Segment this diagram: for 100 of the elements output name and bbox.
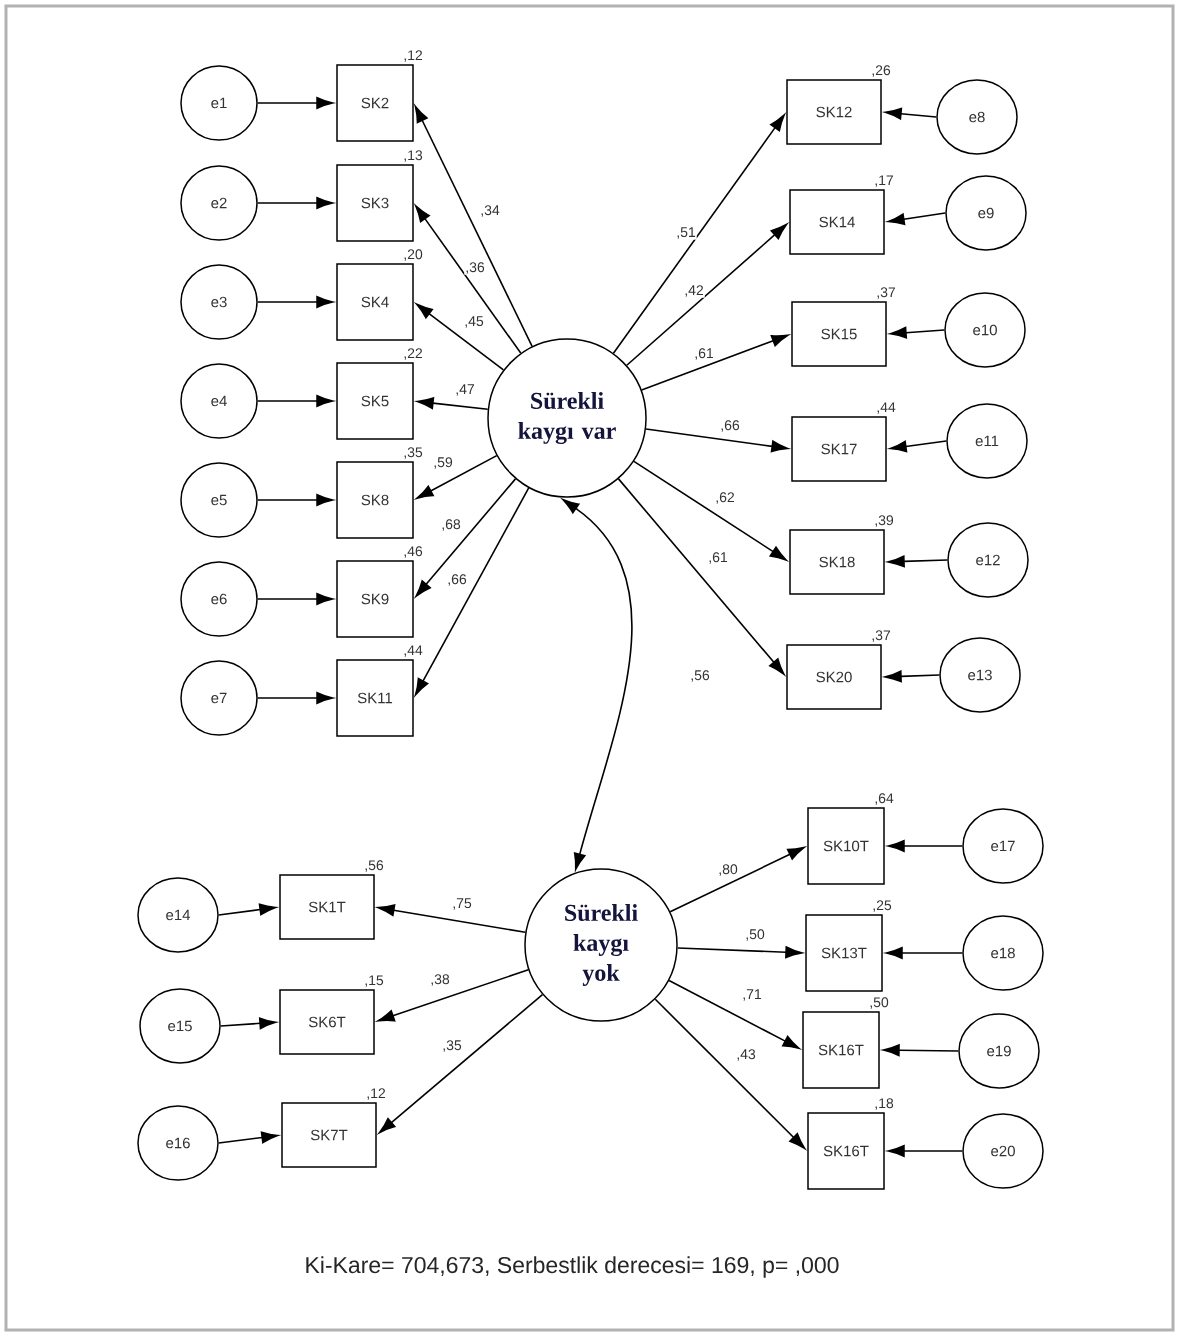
r-squared-value: ,46	[404, 546, 423, 558]
arrow	[256, 692, 334, 704]
r-squared-value: ,44	[404, 645, 423, 657]
arrow	[377, 968, 530, 1022]
edge-label: ,71	[741, 988, 763, 1002]
r-squared-value: ,22	[404, 348, 423, 360]
indicator-box: SK14	[789, 189, 885, 255]
indicator-box: SK5	[336, 362, 414, 440]
arrow	[640, 334, 789, 391]
indicator-box: SK3	[336, 164, 414, 242]
indicator-box: SK12	[786, 79, 882, 145]
arrow	[377, 904, 527, 934]
arrow	[887, 840, 964, 852]
arrow	[884, 107, 938, 120]
arrow	[416, 454, 498, 500]
r-squared-value: ,17	[875, 175, 894, 187]
arrow	[219, 1017, 277, 1030]
arrow	[676, 946, 803, 959]
r-squared-value: ,39	[875, 515, 894, 527]
edge-label: ,34	[479, 204, 501, 218]
indicator-box: SK16T	[807, 1112, 885, 1190]
indicator-box: SK1T	[279, 874, 375, 940]
arrow	[415, 205, 522, 354]
arrow	[256, 296, 334, 308]
edge-label: ,59	[432, 456, 454, 470]
indicator-box: SK15	[791, 301, 887, 367]
arrow	[617, 478, 785, 675]
arrow	[256, 494, 334, 506]
edge-label: ,42	[683, 284, 705, 298]
edge-label: ,43	[735, 1048, 757, 1062]
arrow	[633, 460, 787, 561]
arrow	[887, 1145, 964, 1157]
arrow	[882, 1044, 960, 1057]
indicator-box: SK13T	[805, 914, 883, 992]
r-squared-value: ,44	[877, 402, 896, 414]
arrow	[626, 223, 788, 367]
indicator-box: SK18	[789, 529, 885, 595]
arrow	[415, 303, 505, 371]
arrow	[645, 428, 789, 453]
r-squared-value: ,20	[404, 249, 423, 261]
r-squared-value: ,64	[875, 793, 894, 805]
indicator-box: SK20	[786, 644, 882, 710]
arrow	[256, 97, 334, 109]
indicator-box: SK4	[336, 263, 414, 341]
edge-label: ,61	[707, 551, 729, 565]
arrow	[612, 114, 785, 354]
arrow	[884, 670, 941, 683]
edge-label: ,66	[446, 573, 468, 587]
arrow	[378, 993, 544, 1134]
arrow	[887, 212, 947, 226]
edge-label: ,45	[463, 315, 485, 329]
arrow	[669, 846, 805, 913]
r-squared-value: ,37	[877, 287, 896, 299]
r-squared-value: ,12	[404, 50, 423, 62]
edge-label: ,36	[464, 261, 486, 275]
edge-label: ,80	[717, 863, 739, 877]
edge-label: ,62	[714, 491, 736, 505]
edge-label: ,68	[440, 518, 462, 532]
arrow	[217, 1131, 279, 1144]
r-squared-value: ,15	[365, 975, 384, 987]
r-squared-value: ,56	[365, 860, 384, 872]
arrow	[416, 397, 489, 410]
arrow	[256, 395, 334, 407]
indicator-box: SK7T	[281, 1102, 377, 1168]
edge-label: ,50	[744, 928, 766, 942]
r-squared-value: ,25	[873, 900, 892, 912]
indicator-box: SK16T	[802, 1011, 880, 1089]
edge-label: ,56	[689, 669, 711, 683]
indicator-box: SK2	[336, 64, 414, 142]
edge-label: ,66	[719, 419, 741, 433]
indicator-box: SK6T	[279, 989, 375, 1055]
r-squared-value: ,26	[872, 65, 891, 77]
r-squared-value: ,37	[872, 630, 891, 642]
arrow	[217, 903, 277, 916]
arrow	[414, 487, 530, 696]
arrow	[414, 105, 533, 348]
arrow	[654, 998, 806, 1150]
arrow	[668, 979, 800, 1050]
edge-label: ,47	[454, 383, 476, 397]
caption: Ki-Kare= 704,673, Serbestlik derecesi= 169, p= ,000	[306, 1256, 839, 1278]
indicator-box: SK9	[336, 560, 414, 638]
r-squared-value: ,13	[404, 150, 423, 162]
r-squared-value: ,35	[404, 447, 423, 459]
edge-label: ,51	[675, 226, 697, 240]
edge-label: ,35	[441, 1039, 463, 1053]
edge-label: ,61	[693, 347, 715, 361]
arrow	[889, 440, 948, 453]
arrow	[885, 947, 964, 959]
arrow	[256, 593, 334, 605]
double-headed-arrow	[562, 498, 633, 871]
indicator-box: SK10T	[807, 807, 885, 885]
arrow	[256, 197, 334, 209]
indicator-box: SK17	[791, 416, 887, 482]
r-squared-value: ,12	[367, 1088, 386, 1100]
arrow	[889, 326, 946, 339]
r-squared-value: ,18	[875, 1098, 894, 1110]
edge-label: ,75	[451, 897, 473, 911]
arrow	[887, 555, 949, 568]
arrow	[415, 478, 517, 597]
r-squared-value: ,50	[870, 997, 889, 1009]
